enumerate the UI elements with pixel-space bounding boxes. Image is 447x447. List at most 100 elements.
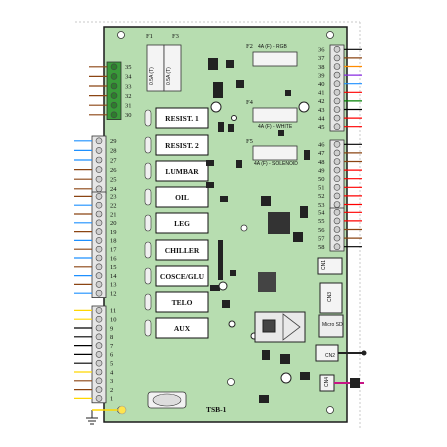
terminal-screw xyxy=(333,201,341,208)
terminal-number: 30 xyxy=(125,112,132,119)
relay-diode xyxy=(144,214,152,232)
terminal-number: 15 xyxy=(110,264,117,271)
fuse-f2-id: F2 xyxy=(246,43,253,50)
terminal-number: 4 xyxy=(110,369,114,376)
terminal-screw xyxy=(333,71,341,79)
terminal-screw xyxy=(333,89,341,96)
terminal-screw xyxy=(333,209,341,216)
terminal-screw xyxy=(110,63,118,71)
fuse-f1-id: F1 xyxy=(146,33,153,40)
relay-label: OIL xyxy=(175,193,189,202)
terminal-screw xyxy=(333,123,341,130)
relay-label: COSCE/GLU xyxy=(160,272,205,281)
relay-label: RESIST. 1 xyxy=(165,114,199,123)
terminal-number: 41 xyxy=(318,90,325,97)
terminal-number: 54 xyxy=(318,210,325,217)
terminal-screw xyxy=(95,342,103,349)
terminal-number: 7 xyxy=(110,343,114,350)
relay-box xyxy=(155,107,209,129)
terminal-number: 16 xyxy=(110,255,117,262)
cn4-label: CN4 xyxy=(324,377,330,387)
terminal-number: 36 xyxy=(318,47,325,54)
terminal-screw xyxy=(333,141,341,148)
ground-terminal xyxy=(117,405,127,415)
terminal-screw xyxy=(110,111,118,119)
terminal-number: 24 xyxy=(110,186,117,193)
terminal-number: 21 xyxy=(110,211,117,218)
terminal-screw xyxy=(95,263,103,271)
terminal-screw xyxy=(95,395,103,402)
terminal-block-left_top xyxy=(106,61,122,120)
terminal-number: 10 xyxy=(110,317,117,324)
relay-diode xyxy=(144,267,152,285)
terminal-screw xyxy=(95,228,103,235)
terminal-screw xyxy=(333,175,341,182)
terminal-screw xyxy=(110,82,118,90)
terminal-number: 3 xyxy=(110,378,113,385)
terminal-screw xyxy=(333,45,341,53)
terminal-screw xyxy=(333,54,341,62)
relay-box xyxy=(155,134,209,156)
relay-diode xyxy=(144,162,152,180)
transformer-mark xyxy=(282,313,301,341)
battery-cell xyxy=(152,393,182,407)
relay-diode xyxy=(144,188,152,206)
terminal-screw xyxy=(95,272,103,279)
terminal-screw xyxy=(95,175,103,183)
terminal-screw xyxy=(110,101,118,109)
terminal-blocks: 3534333231302928272625242322212019181716… xyxy=(74,44,362,404)
cable-cn4-plug xyxy=(350,378,360,388)
terminal-number: 11 xyxy=(110,308,116,315)
terminal-screw xyxy=(333,226,341,233)
terminal-number: 38 xyxy=(318,64,325,71)
fuse-f2-value: 4A (F) - RGB xyxy=(258,44,288,50)
terminal-block-right_block_1 xyxy=(329,44,345,132)
terminal-number: 5 xyxy=(110,361,113,368)
terminal-number: 35 xyxy=(125,64,132,71)
terminal-number: 55 xyxy=(318,218,325,225)
terminal-number: 13 xyxy=(110,282,117,289)
relay-box xyxy=(155,265,209,287)
fuse-holders xyxy=(146,44,298,161)
terminal-number: 46 xyxy=(318,142,325,149)
terminal-number: 22 xyxy=(110,203,117,210)
terminal-screw xyxy=(333,114,341,122)
cn2-label: CN2 xyxy=(325,353,335,359)
terminal-number: 50 xyxy=(318,176,325,183)
relay-label: TELO xyxy=(172,298,193,307)
fuse-f4-id: F4 xyxy=(246,99,254,106)
relay-box xyxy=(155,186,209,208)
terminal-screw xyxy=(333,149,341,157)
terminal-screw xyxy=(333,106,341,113)
relay-diode xyxy=(144,319,152,337)
terminal-number: 48 xyxy=(318,159,325,166)
terminal-block-left_block_2 xyxy=(91,191,107,298)
terminal-number: 32 xyxy=(125,93,132,100)
terminal-screw xyxy=(95,333,103,341)
terminal-screw xyxy=(95,193,103,200)
terminal-number: 33 xyxy=(125,83,132,90)
terminal-number: 14 xyxy=(110,273,117,280)
terminal-screw xyxy=(95,386,103,393)
relay-label: AUX xyxy=(174,324,191,333)
terminal-screw xyxy=(95,156,103,164)
terminal-number: 43 xyxy=(318,107,325,114)
relay-box xyxy=(155,317,209,339)
terminal-screw xyxy=(333,97,341,105)
terminal-screw xyxy=(333,80,341,87)
terminal-screw xyxy=(95,254,103,262)
fuse-f4-value: 4A (F) - WHITE xyxy=(258,124,293,130)
terminal-number: 17 xyxy=(110,247,117,254)
terminal-screw xyxy=(333,234,341,242)
relay-label: RESIST. 2 xyxy=(165,141,199,150)
terminal-number: 57 xyxy=(318,235,325,242)
micro-sd-label: Micro SD xyxy=(322,322,343,328)
relay-diode xyxy=(144,293,152,311)
terminal-number: 52 xyxy=(318,193,325,200)
terminal-screw xyxy=(95,289,103,297)
terminal-number: 58 xyxy=(318,244,325,251)
terminal-number: 40 xyxy=(318,81,325,88)
terminal-screw xyxy=(95,351,103,358)
